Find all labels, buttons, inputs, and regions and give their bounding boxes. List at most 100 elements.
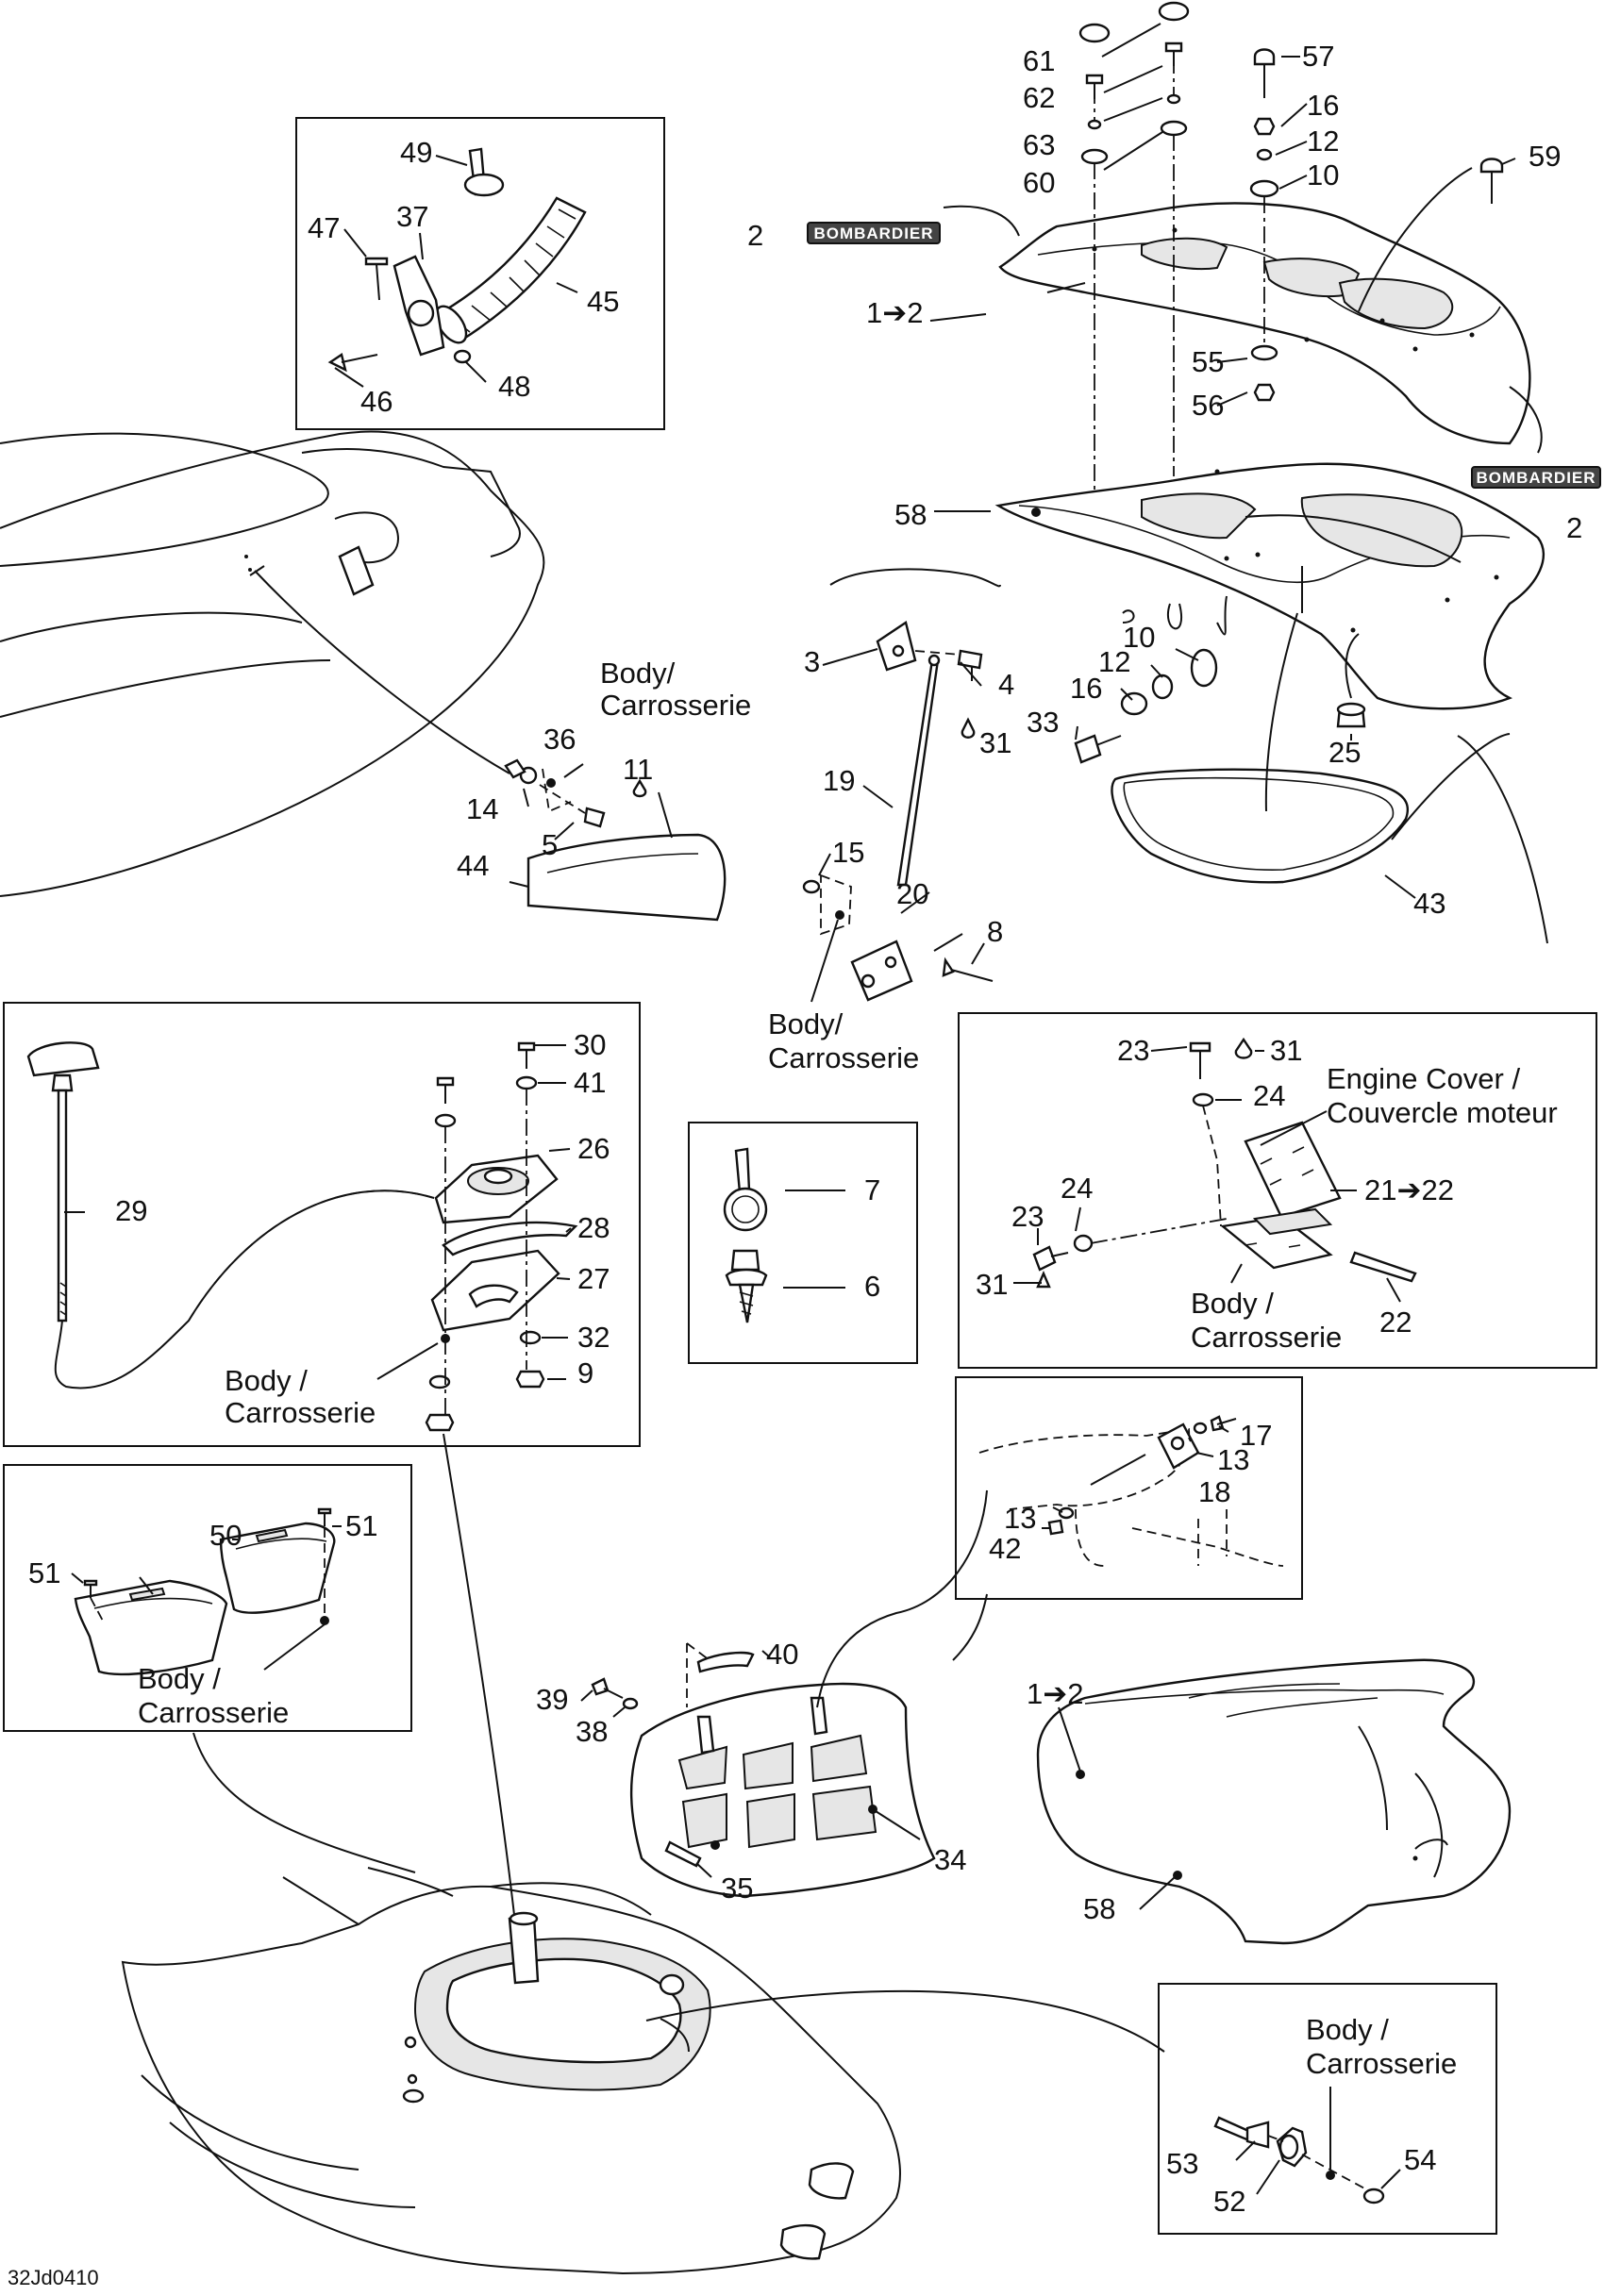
callout-27: 27 <box>577 1262 610 1295</box>
bracket-18 <box>1157 1423 1200 1470</box>
callout-56: 56 <box>1192 389 1224 422</box>
callout-24-top: 24 <box>1253 1079 1285 1112</box>
callout-20: 20 <box>896 877 928 910</box>
callout-2-right: 2 <box>1566 511 1582 544</box>
callout-24-side: 24 <box>1061 1172 1093 1205</box>
callout-63: 63 <box>1023 128 1055 161</box>
callout-54: 54 <box>1404 2143 1436 2176</box>
body-label-compact-b: Body/ <box>768 1007 844 1040</box>
callout-47: 47 <box>308 211 340 244</box>
washer-48 <box>453 349 472 364</box>
vent-hose-inset-box <box>295 117 665 430</box>
bombardier-logo-decal-left: BOMBARDIER <box>807 222 941 244</box>
body-label-latch-line1: Body / <box>225 1364 308 1397</box>
seal-43 <box>1111 768 1409 884</box>
bolt-57 <box>1253 48 1276 98</box>
bolt-33 <box>1074 734 1122 764</box>
callout-42: 42 <box>989 1532 1021 1565</box>
body-label-bumper-line2: Carrosserie <box>1306 2047 1457 2080</box>
callout-51-left: 51 <box>28 1556 60 1589</box>
callout-13-top: 13 <box>1217 1443 1249 1476</box>
washers-32-nuts-9 <box>425 1330 545 1432</box>
body-label-hinge-line1: Body / <box>1191 1287 1274 1320</box>
callout-37: 37 <box>396 200 428 233</box>
nut-36 <box>504 758 526 779</box>
body-label-tray-line1: Body / <box>138 1662 221 1695</box>
body-label-hinge-line2: Carrosserie <box>1191 1321 1342 1354</box>
clip-screw-6 <box>725 1249 768 1323</box>
screw-23-top <box>1189 1041 1211 1079</box>
callout-62: 62 <box>1023 81 1055 114</box>
callout-31-upper: 31 <box>979 726 1011 759</box>
callout-4: 4 <box>998 668 1014 701</box>
storage-tray-50-left <box>74 1579 228 1676</box>
latch-assembly-inset-box <box>3 1002 641 1447</box>
callout-18: 18 <box>1198 1475 1230 1508</box>
callout-2-left: 2 <box>747 219 763 252</box>
callout-1to2-upper: 1➔2 <box>866 296 923 329</box>
under-seat-pan-34 <box>629 1682 936 1898</box>
body-label-latch-line2: Carrosserie <box>225 1396 376 1429</box>
bracket-inset-box <box>955 1376 1303 1600</box>
logo-text-left: BOMBARDIER <box>813 225 933 242</box>
callout-28: 28 <box>577 1211 610 1244</box>
engine-cover-label-line2: Couvercle moteur <box>1327 1096 1558 1129</box>
callout-16-mid: 16 <box>1070 672 1102 705</box>
callout-48: 48 <box>498 370 530 403</box>
bumper-inset-box <box>1158 1983 1497 2235</box>
callout-33: 33 <box>1027 706 1059 739</box>
callout-23-side: 23 <box>1011 1200 1044 1233</box>
callout-49: 49 <box>400 136 432 169</box>
callout-35: 35 <box>721 1872 753 1905</box>
callout-11: 11 <box>623 753 653 786</box>
hull-side-view <box>0 430 545 897</box>
callout-19: 19 <box>823 764 855 797</box>
latch-plate-27 <box>430 1249 560 1332</box>
nut-16-mid <box>1120 691 1148 716</box>
body-label-bumper-line1: Body / <box>1306 2013 1389 2046</box>
callout-53: 53 <box>1166 2147 1198 2180</box>
callout-26: 26 <box>577 1132 610 1165</box>
callout-40: 40 <box>766 1638 798 1671</box>
cap-61-b <box>1158 1 1190 22</box>
callout-61: 61 <box>1023 44 1055 77</box>
hinge-inset-box <box>958 1012 1597 1369</box>
callout-6: 6 <box>864 1270 880 1303</box>
washer-12-mid <box>1151 674 1174 700</box>
callout-31-hinge: 31 <box>1270 1034 1302 1067</box>
knee-pad-44 <box>526 833 727 922</box>
callout-58-lower: 58 <box>1083 1892 1115 1925</box>
bombardier-logo-decal-right: BOMBARDIER <box>1471 466 1601 489</box>
callout-36: 36 <box>543 723 576 756</box>
callout-55: 55 <box>1192 345 1224 378</box>
callout-23-top: 23 <box>1117 1034 1149 1067</box>
storage-tray-50-right <box>219 1522 336 1614</box>
body-label-compact-a: Body/ <box>600 657 676 690</box>
hull-rear-view <box>121 1867 901 2275</box>
drawing-code: 32Jd0410 <box>8 2266 99 2289</box>
callout-30: 30 <box>574 1028 606 1061</box>
callout-10-mid: 10 <box>1123 621 1155 654</box>
screws-30-41 <box>434 1041 538 1128</box>
body-label-carrosserie-a: Carrosserie <box>600 689 751 722</box>
callout-58-upper: 58 <box>894 498 927 531</box>
screw-4 <box>914 649 983 681</box>
fasteners-inset-box <box>688 1122 918 1364</box>
seat-58 <box>1036 1658 1512 1945</box>
hinge-21 <box>1220 1121 1342 1270</box>
bumper-52 <box>1276 2126 1308 2168</box>
callout-12-top: 12 <box>1307 125 1339 158</box>
body-label-carrosserie-b: Carrosserie <box>768 1041 919 1074</box>
callout-17: 17 <box>1240 1419 1272 1452</box>
cable-tie-7 <box>723 1147 768 1232</box>
callout-21to22: 21➔22 <box>1364 1173 1454 1206</box>
callout-13-bottom: 13 <box>1004 1502 1036 1535</box>
logo-text-right: BOMBARDIER <box>1476 469 1596 487</box>
bracket-3 <box>876 621 917 672</box>
callout-25: 25 <box>1328 736 1361 769</box>
nut-16-top <box>1253 117 1276 136</box>
grommet-25 <box>1336 702 1366 728</box>
washer-54 <box>1362 2188 1385 2204</box>
callout-60: 60 <box>1023 166 1055 199</box>
callout-50: 50 <box>209 1519 242 1552</box>
